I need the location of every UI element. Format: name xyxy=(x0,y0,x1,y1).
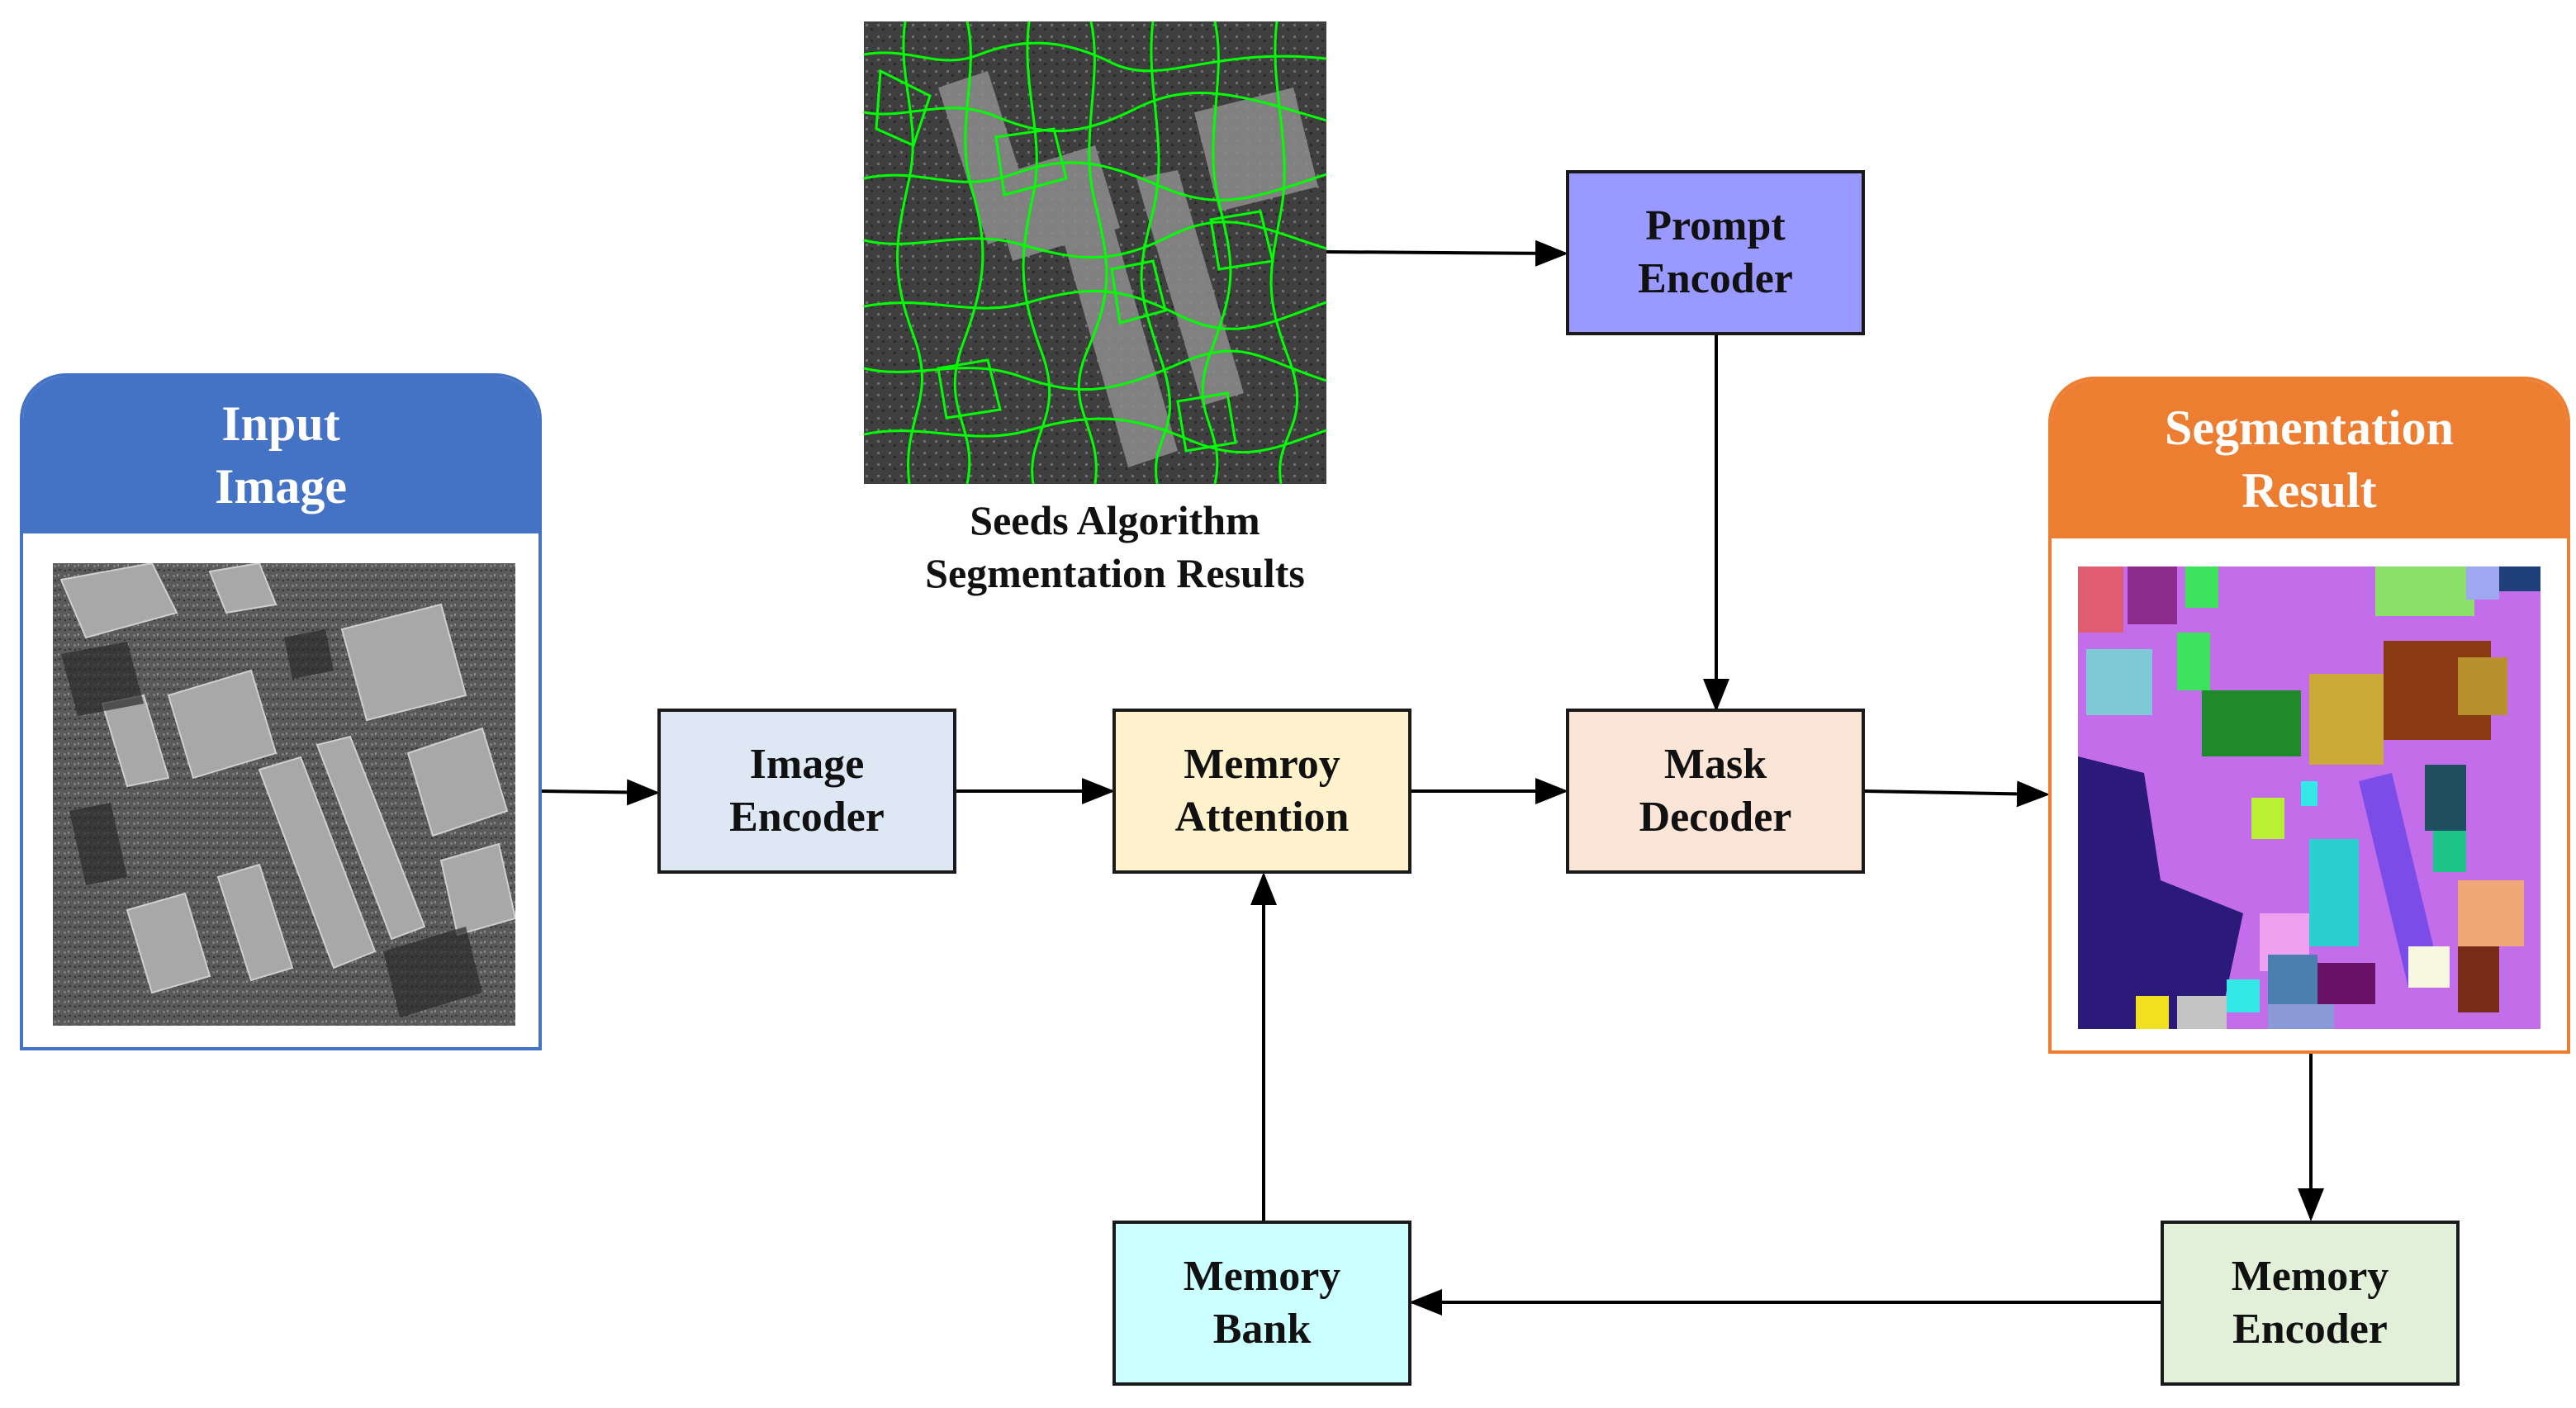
memory-bank-line1: Memory xyxy=(1183,1253,1341,1300)
mask-decoder-line2: Decoder xyxy=(1639,794,1792,841)
segmentation-result-panel: Segmentation Result xyxy=(2048,377,2570,1054)
seeds-caption: Seeds Algorithm Segmentation Results xyxy=(826,494,1404,600)
prompt-encoder-box: Prompt Encoder xyxy=(1566,170,1865,335)
segmentation-mask-image xyxy=(2078,567,2540,1029)
mask-decoder-line1: Mask xyxy=(1663,741,1767,788)
memory-encoder-line1: Memory xyxy=(2231,1253,2389,1300)
image-encoder-box: Image Encoder xyxy=(657,709,956,874)
memory-encoder-box: Memory Encoder xyxy=(2161,1221,2460,1386)
image-encoder-line2: Encoder xyxy=(729,794,885,841)
prompt-encoder-line2: Encoder xyxy=(1638,255,1793,302)
seeds-caption-line1: Seeds Algorithm xyxy=(970,497,1260,543)
arrow-seeds-to-prompt-encoder xyxy=(1326,239,1568,267)
seeds-caption-line2: Segmentation Results xyxy=(925,550,1305,596)
input-image-title-line2: Image xyxy=(215,459,347,514)
memory-attention-line2: Attention xyxy=(1174,794,1350,841)
input-image-title-line1: Input xyxy=(221,396,340,451)
image-encoder-line1: Image xyxy=(749,741,865,788)
seeds-superpixel-image xyxy=(864,21,1326,484)
input-image-panel: Input Image xyxy=(20,373,542,1050)
memory-attention-line1: Memroy xyxy=(1184,741,1340,788)
memory-encoder-line2: Encoder xyxy=(2232,1306,2388,1353)
sar-input-image xyxy=(53,563,515,1026)
arrow-mask-decoder-to-result xyxy=(1863,780,2050,808)
memory-bank-box: Memory Bank xyxy=(1112,1221,1411,1386)
segmentation-result-title-line2: Result xyxy=(2242,463,2377,518)
prompt-encoder-line1: Prompt xyxy=(1645,202,1786,249)
segmentation-result-title-line1: Segmentation xyxy=(2165,401,2454,455)
memory-attention-box: Memroy Attention xyxy=(1112,709,1411,874)
segmentation-result-header: Segmentation Result xyxy=(2052,380,2567,538)
input-image-header: Input Image xyxy=(23,377,538,533)
mask-decoder-box: Mask Decoder xyxy=(1566,709,1865,874)
memory-bank-line2: Bank xyxy=(1212,1306,1312,1353)
arrow-input-to-image-encoder xyxy=(540,779,660,806)
